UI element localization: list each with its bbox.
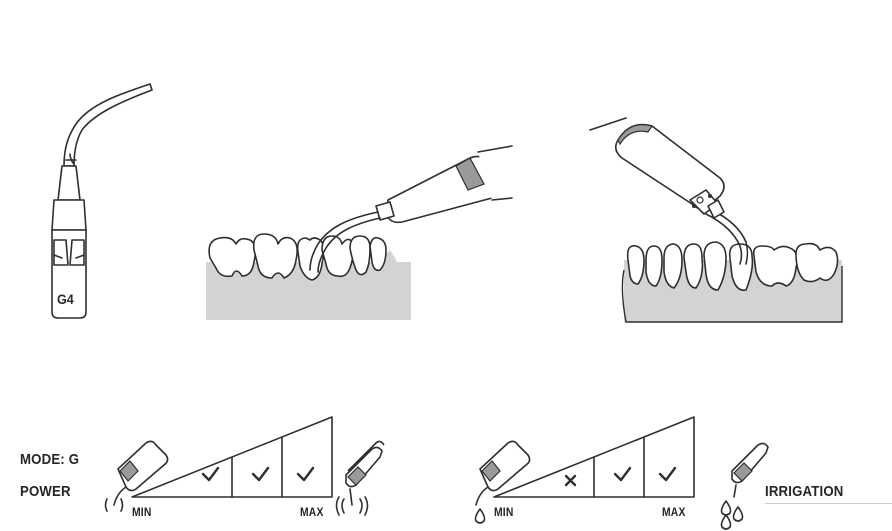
- tip-illustration: G4: [40, 80, 160, 330]
- irrigation-scale: MIN MAX: [462, 405, 769, 530]
- handpiece-multi-drop-icon: [720, 442, 769, 530]
- power-min-label: MIN: [132, 507, 152, 519]
- scaler-on-lower-teeth-lingual-icon: [589, 117, 843, 323]
- mode-label: MODE: G: [20, 451, 80, 468]
- power-scale: MIN MAX: [100, 405, 385, 530]
- power-level-3-check: [296, 466, 315, 482]
- scaler-tip-g4-icon: [51, 83, 153, 319]
- irrigation-level-1-cross: [564, 474, 577, 487]
- irrigation-level-2-check: [613, 466, 632, 482]
- irrigation-label: IRRIGATION: [765, 483, 844, 500]
- irrigation-level-3-check: [658, 466, 677, 482]
- divider: [765, 503, 892, 504]
- handpiece-low-vibration-icon: [104, 440, 169, 512]
- tip-code-label: G4: [57, 291, 74, 307]
- irrigation-min-label: MIN: [494, 507, 514, 519]
- usage-illustration-right: [589, 100, 860, 350]
- handpiece-single-drop-icon: [474, 440, 531, 524]
- power-scale-graphic: [104, 416, 385, 516]
- irrigation-scale-graphic: [474, 416, 769, 530]
- power-label: POWER: [20, 483, 71, 500]
- power-max-label: MAX: [300, 507, 324, 519]
- usage-illustration-left: [180, 140, 520, 340]
- scaler-on-lower-teeth-icon: [206, 145, 520, 320]
- irrigation-max-label: MAX: [662, 507, 686, 519]
- handpiece-high-vibration-icon: [335, 440, 385, 516]
- power-level-2-check: [251, 466, 270, 482]
- power-level-1-check: [201, 466, 220, 482]
